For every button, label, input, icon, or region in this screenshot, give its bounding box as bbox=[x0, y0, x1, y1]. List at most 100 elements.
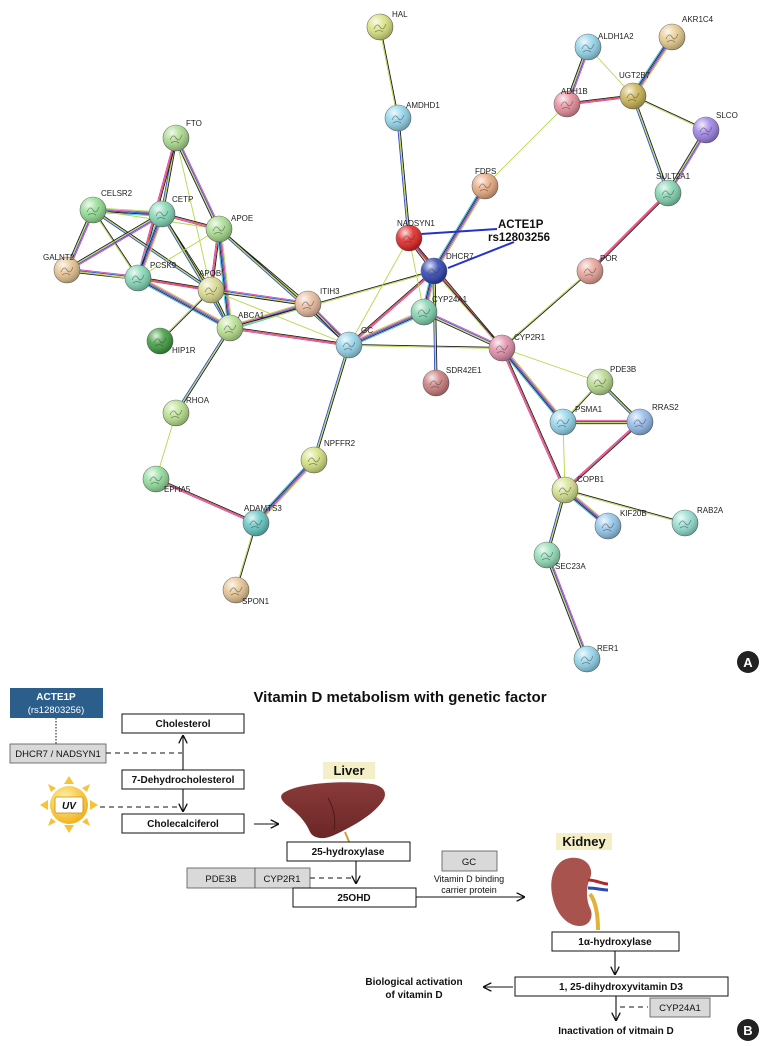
network-edges bbox=[65, 26, 708, 660]
node-ugt2b7[interactable]: UGT2B7 bbox=[619, 71, 651, 110]
panel-label-a: A bbox=[737, 651, 759, 673]
node-label-npffr2: NPFFR2 bbox=[324, 439, 356, 448]
node-cyp24a1[interactable]: CYP24A1 bbox=[410, 295, 468, 326]
node-pcsk9[interactable]: PCSK9 bbox=[124, 261, 177, 292]
node-nadsyn1[interactable]: NADSYN1 bbox=[395, 219, 435, 252]
node-label-sult2a1: SULT2A1 bbox=[656, 172, 691, 181]
node-label-pcsk9: PCSK9 bbox=[150, 261, 177, 270]
node-hip1r[interactable]: HIP1R bbox=[146, 327, 196, 355]
node-label-amdhd1: AMDHD1 bbox=[406, 101, 440, 110]
node-cyp2r1[interactable]: CYP2R1 bbox=[488, 333, 546, 362]
gc-note-line2: carrier protein bbox=[441, 885, 497, 895]
node-adh1b[interactable]: ADH1B bbox=[553, 87, 588, 118]
kidney-label-bg bbox=[556, 833, 612, 850]
node-spon1[interactable]: SPON1 bbox=[222, 576, 270, 606]
acte1p-annotation: ACTE1P rs12803256 bbox=[420, 219, 550, 269]
hydroxylase-25-box bbox=[286, 841, 411, 862]
node-sec23a[interactable]: SEC23A bbox=[533, 541, 586, 571]
node-label-sec23a: SEC23A bbox=[555, 562, 586, 571]
node-label-celsr2: CELSR2 bbox=[101, 189, 133, 198]
edge-copb1-rab2a bbox=[564, 489, 686, 524]
node-sdr42e1[interactable]: SDR42E1 bbox=[422, 366, 482, 397]
node-label-slco: SLCO bbox=[716, 111, 738, 120]
node-label-hal: HAL bbox=[392, 10, 408, 19]
node-label-nadsyn1: NADSYN1 bbox=[397, 219, 435, 228]
node-label-cyp24a1: CYP24A1 bbox=[432, 295, 468, 304]
liver-label: Liver bbox=[333, 763, 364, 778]
node-gc[interactable]: GC bbox=[335, 326, 373, 359]
cyp24a1-box bbox=[649, 997, 711, 1018]
node-adamts3[interactable]: ADAMTS3 bbox=[242, 504, 282, 537]
edge-fto-apob bbox=[175, 137, 212, 291]
node-rer1[interactable]: RER1 bbox=[573, 644, 619, 673]
node-akr1c4[interactable]: AKR1C4 bbox=[658, 15, 714, 51]
edge-hal-amdhd1 bbox=[379, 26, 399, 119]
vitamin-d-pathway: Vitamin D metabolism with genetic factor… bbox=[9, 688, 759, 1041]
liver-icon bbox=[281, 782, 385, 845]
pde3b-label: PDE3B bbox=[205, 874, 236, 885]
node-por[interactable]: POR bbox=[576, 254, 618, 285]
edge-cyp24a1-cyp2r1 bbox=[423, 310, 503, 350]
node-galnt2[interactable]: GALNT2 bbox=[43, 253, 81, 284]
node-aldh1a2[interactable]: ALDH1A2 bbox=[574, 32, 634, 61]
node-label-por: POR bbox=[600, 254, 618, 263]
pathway-title: Vitamin D metabolism with genetic factor bbox=[253, 689, 546, 706]
node-rab2a[interactable]: RAB2A bbox=[671, 506, 724, 537]
edge-pcsk9-abca1 bbox=[136, 275, 232, 331]
node-npffr2[interactable]: NPFFR2 bbox=[300, 439, 356, 474]
node-label-cetp: CETP bbox=[172, 195, 193, 204]
edge-ugt2b7-slco bbox=[632, 95, 707, 131]
annotation-label-acte1p: ACTE1P bbox=[498, 219, 544, 231]
node-kif20b[interactable]: KIF20B bbox=[594, 509, 647, 540]
node-itih3[interactable]: ITIH3 bbox=[294, 287, 340, 318]
node-fdps[interactable]: FDPS bbox=[471, 167, 499, 200]
node-label-fdps: FDPS bbox=[475, 167, 496, 176]
liver-label-bg bbox=[323, 762, 375, 779]
node-rras2[interactable]: RRAS2 bbox=[626, 403, 679, 436]
annotation-label-rs: rs12803256 bbox=[488, 232, 550, 244]
inactivation-label: Inactivation of vitmain D bbox=[558, 1026, 674, 1037]
edge-apob-gc bbox=[210, 289, 350, 346]
node-dhcr7[interactable]: DHCR7 bbox=[420, 252, 474, 285]
node-apob[interactable]: APOB bbox=[197, 269, 225, 304]
node-label-rhoa: RHOA bbox=[186, 396, 210, 405]
node-fto[interactable]: FTO bbox=[162, 119, 202, 152]
node-cetp[interactable]: CETP bbox=[148, 195, 193, 228]
cholesterol-box bbox=[121, 713, 245, 734]
svg-text:B: B bbox=[743, 1023, 752, 1038]
node-celsr2[interactable]: CELSR2 bbox=[79, 189, 133, 224]
node-rhoa[interactable]: RHOA bbox=[162, 396, 210, 427]
edge-cyp2r1-psma1 bbox=[499, 346, 566, 424]
node-apoe[interactable]: APOE bbox=[205, 214, 253, 243]
node-label-adamts3: ADAMTS3 bbox=[244, 504, 282, 513]
edge-ugt2b7-sult2a1 bbox=[631, 95, 670, 194]
node-sult2a1[interactable]: SULT2A1 bbox=[654, 172, 691, 207]
node-label-abca1: ABCA1 bbox=[238, 311, 265, 320]
node-epha5[interactable]: EPHA5 bbox=[142, 465, 191, 494]
node-label-spon1: SPON1 bbox=[242, 597, 270, 606]
svg-text:A: A bbox=[743, 655, 753, 670]
cholecalciferol-label: Cholecalciferol bbox=[147, 819, 219, 830]
node-abca1[interactable]: ABCA1 bbox=[216, 311, 265, 342]
node-copb1[interactable]: COPB1 bbox=[551, 475, 605, 504]
edge-fdps-dhcr7 bbox=[431, 184, 488, 273]
node-label-aldh1a2: ALDH1A2 bbox=[598, 32, 634, 41]
edge-cetp-abca1 bbox=[160, 213, 232, 329]
edge-epha5-adamts3 bbox=[155, 477, 257, 525]
edge-celsr2-pcsk9 bbox=[92, 209, 139, 279]
edge-abca1-dhcr7 bbox=[229, 270, 435, 329]
dihydroxyvitamin-d3-label: 1, 25-dihydroxyvitamin D3 bbox=[559, 982, 683, 993]
node-slco[interactable]: SLCO bbox=[692, 111, 738, 144]
node-hal[interactable]: HAL bbox=[366, 10, 408, 41]
node-label-fto: FTO bbox=[186, 119, 202, 128]
node-amdhd1[interactable]: AMDHD1 bbox=[384, 101, 440, 132]
edge-adh1b-fdps bbox=[484, 103, 568, 187]
edge-fto-apoe bbox=[174, 137, 221, 230]
alpha-hydroxylase-label: 1α-hydroxylase bbox=[578, 937, 652, 948]
dihydroxyvitamin-d3-box bbox=[514, 976, 729, 997]
node-pde3b[interactable]: PDE3B bbox=[586, 365, 636, 396]
node-label-galnt2: GALNT2 bbox=[43, 253, 75, 262]
node-label-cyp2r1: CYP2R1 bbox=[514, 333, 546, 342]
annotation-line-nadsyn1 bbox=[420, 228, 498, 235]
node-psma1[interactable]: PSMA1 bbox=[549, 405, 603, 436]
